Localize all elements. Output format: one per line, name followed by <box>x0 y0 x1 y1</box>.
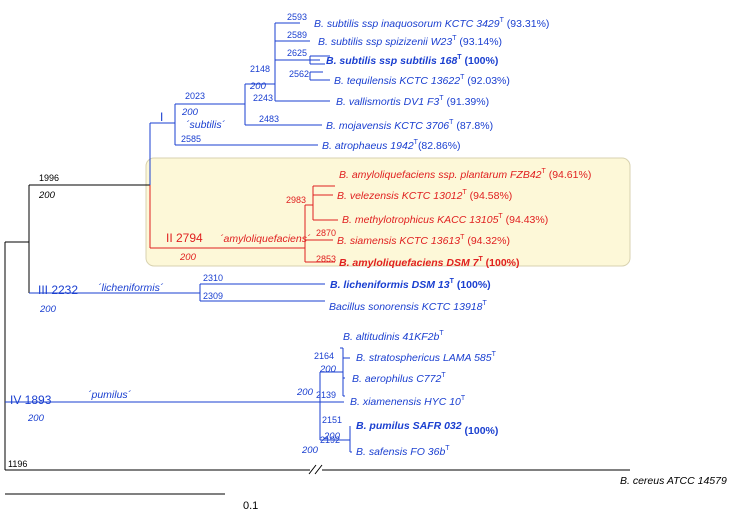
node-number: 2593 <box>287 12 307 22</box>
leaf-label: B. altitudinis 41KF2bT <box>343 330 444 343</box>
bootstrap-value: 200 <box>323 431 341 442</box>
leaf-label: B. amyloliquefaciens DSM 7T (100%) <box>339 256 520 269</box>
bootstrap-value: 200 <box>249 81 267 92</box>
node-number: 2983 <box>286 195 306 205</box>
node-number: 2151 <box>322 415 342 425</box>
node-number: 2192 <box>320 435 340 445</box>
bootstrap-value: 200 <box>27 413 45 424</box>
leaf-label: B. cereus ATCC 14579 <box>620 475 727 487</box>
leaf-labels: B. subtilis ssp inaquosorum KCTC 3429T (… <box>314 17 727 487</box>
clade-iii-name: ´licheniformis´ <box>98 282 164 294</box>
clade-ii-number: II 2794 <box>166 231 203 245</box>
node-number: 2310 <box>203 273 223 283</box>
node-number: 2139 <box>316 390 336 400</box>
clade-iv-name: ´pumilus´ <box>88 389 132 401</box>
node-number: 2483 <box>259 114 279 124</box>
leaf-label: B. atrophaeus 1942T(82.86%) <box>322 139 461 152</box>
node-number: 2243 <box>253 93 273 103</box>
clade-i-name: ´subtilis´ <box>186 119 226 131</box>
leaf-label: Bacillus sonorensis KCTC 13918T <box>329 300 488 313</box>
node-number: 2309 <box>203 291 223 301</box>
clade-ii-highlight <box>145 157 631 267</box>
leaf-label: B. amyloliquefaciens ssp. plantarum FZB4… <box>339 168 591 181</box>
clade-iv-number: IV 1893 <box>10 393 52 407</box>
leaf-label: B. pumilus SAFR 032 (100%) <box>356 420 498 437</box>
leaf-label: B. stratosphericus LAMA 585T <box>356 351 497 364</box>
root-branch <box>4 184 630 471</box>
node-number: 2164 <box>314 351 334 361</box>
node-number: 2148 <box>250 64 270 74</box>
clade-iii-number: III 2232 <box>38 283 78 297</box>
clade-labels: I ´subtilis´ II 2794 ´amyloliquefaciens´… <box>10 110 311 407</box>
bootstrap-value: 200 <box>39 304 57 315</box>
node-numbers: 2593 2589 2625 2562 2148 2243 2023 2483 … <box>8 12 342 469</box>
bootstrap-values: 200 200 200 200 200 200 200 200 200 200 <box>27 81 341 456</box>
bootstrap-value: 200 <box>38 190 56 201</box>
leaf-label: B. subtilis ssp spizizenii W23T (93.14%) <box>318 35 502 48</box>
tree-branches <box>4 22 630 475</box>
leaf-label: B. siamensis KCTC 13613T (94.32%) <box>337 234 510 247</box>
axis-break-mark <box>308 464 323 475</box>
leaf-label: B. aerophilus C772T <box>352 372 446 385</box>
node-number: 2625 <box>287 48 307 58</box>
node-number: 2853 <box>316 254 336 264</box>
leaf-label: B. licheniformis DSM 13T (100%) <box>330 278 491 291</box>
node-number: 2562 <box>289 69 309 79</box>
scale-bar-label: 0.1 <box>243 500 258 512</box>
leaf-label: B. subtilis ssp subtilis 168T (100%) <box>326 54 498 67</box>
bootstrap-value: 200 <box>179 252 197 263</box>
leaf-label: B. mojavensis KCTC 3706T (87.8%) <box>326 119 493 132</box>
node-number: 1196 <box>8 459 27 469</box>
node-number: 2585 <box>181 134 201 144</box>
bootstrap-value: 200 <box>296 387 314 398</box>
leaf-label: B. safensis FO 36bT <box>356 445 450 458</box>
bootstrap-value: 200 <box>181 107 199 118</box>
bootstrap-value: 200 <box>301 445 319 456</box>
bootstrap-value: 200 <box>319 364 337 375</box>
node-number: 2023 <box>185 91 205 101</box>
clade-ii-name: ´amyloliquefaciens´ <box>220 233 311 245</box>
leaf-label: B. velezensis KCTC 13012T (94.58%) <box>337 189 512 202</box>
clade-i-number: I <box>160 110 163 124</box>
node-number: 2870 <box>316 228 336 238</box>
leaf-label: B. vallismortis DV1 F3T (91.39%) <box>336 95 489 108</box>
node-number: 1996 <box>39 173 59 183</box>
scale-bar: 0.1 <box>5 493 258 512</box>
leaf-label: B. subtilis ssp inaquosorum KCTC 3429T (… <box>314 17 549 30</box>
node-number: 2589 <box>287 30 307 40</box>
leaf-label: B. xiamenensis HYC 10T <box>350 395 466 408</box>
leaf-label: B. methylotrophicus KACC 13105T (94.43%) <box>342 213 548 226</box>
leaf-label: B. tequilensis KCTC 13622T (92.03%) <box>334 74 510 87</box>
